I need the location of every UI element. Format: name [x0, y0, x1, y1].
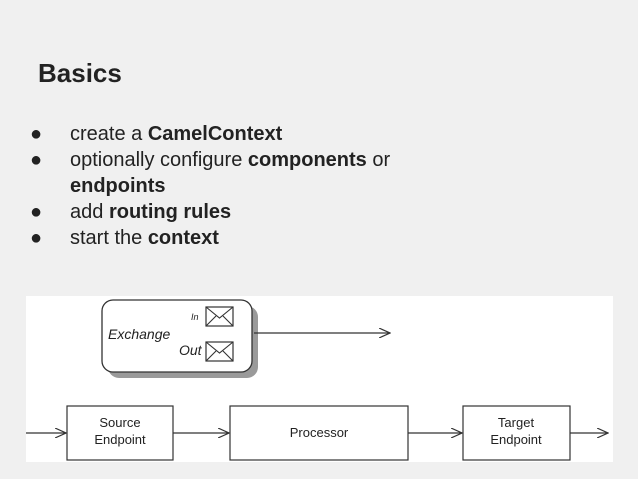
bullet-text-part: start the — [70, 227, 148, 249]
bullet-item: ● create a CamelContext — [30, 121, 590, 147]
in-message-envelope-icon — [205, 306, 234, 327]
processor-box — [229, 405, 409, 461]
source-endpoint-box — [66, 405, 174, 461]
bullet-text-part: optionally configure — [70, 149, 248, 171]
bullet-text: create a CamelContext — [70, 121, 590, 147]
bullet-item: ● optionally configure components or end… — [30, 147, 590, 199]
bullet-text: start the context — [70, 225, 590, 251]
bullet-text-bold: context — [147, 227, 219, 249]
target-endpoint-label-line2: Endpoint — [490, 432, 542, 447]
bullet-item: ● add routing rules — [30, 199, 590, 225]
slide-title: Basics — [38, 58, 122, 88]
processor-label: Processor — [290, 425, 349, 440]
route-diagram: Exchange In Out Source Endpoint Processo… — [26, 296, 613, 462]
source-endpoint-label-line1: Source — [99, 415, 140, 430]
bullet-text-bold: CamelContext — [147, 123, 283, 145]
out-label: Out — [179, 342, 203, 358]
bullet-text-part: add — [70, 201, 109, 223]
bullet-text-bold: routing rules — [108, 201, 232, 223]
bullet-item: ● start the context — [30, 225, 590, 251]
bullet-list: ● create a CamelContext ● optionally con… — [30, 121, 590, 251]
out-message-envelope-icon — [205, 341, 234, 362]
route-diagram-svg: Exchange In Out Source Endpoint Processo… — [26, 299, 613, 461]
bullet-text-part: create a — [70, 123, 148, 145]
bullet-dot: ● — [30, 227, 43, 249]
target-endpoint-box — [462, 405, 571, 461]
bullet-text: add routing rules — [70, 199, 590, 225]
bullet-text: optionally configure components or endpo… — [70, 147, 590, 199]
target-endpoint-label-line1: Target — [498, 415, 535, 430]
bullet-dot: ● — [30, 123, 43, 145]
in-label: In — [191, 312, 199, 322]
bullet-text-part: or — [366, 149, 391, 171]
bullet-text-bold: endpoints — [70, 175, 166, 197]
bullet-text-bold: components — [247, 149, 367, 171]
bullet-dot: ● — [30, 201, 43, 223]
source-endpoint-label-line2: Endpoint — [94, 432, 146, 447]
exchange-label: Exchange — [108, 326, 170, 342]
bullet-dot: ● — [30, 149, 43, 171]
